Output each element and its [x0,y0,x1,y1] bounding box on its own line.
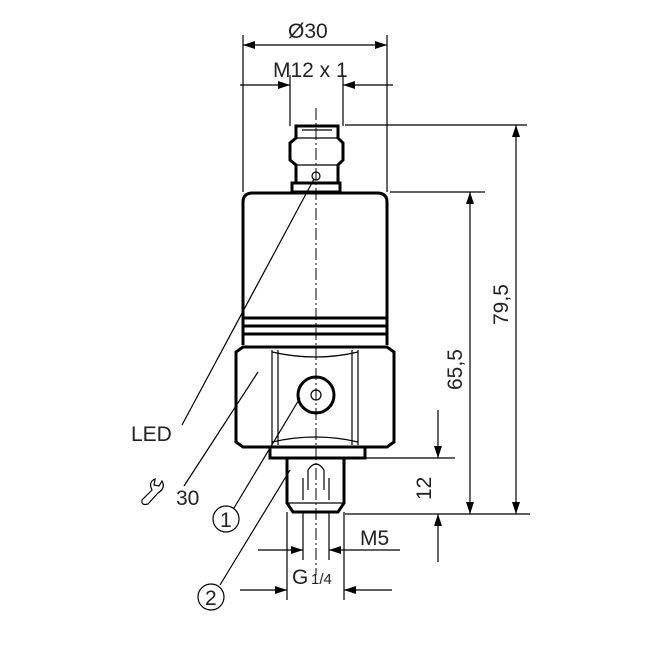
callout-1-leader [233,397,301,509]
overall-length-dimension: 79,5 [490,125,520,514]
m12-label: M12 x 1 [273,59,348,82]
g-label: G [292,566,308,589]
callout-2-circle [197,583,225,611]
g14-dimension: G 1/4 [240,566,392,594]
wrench-icon [141,478,164,506]
thread-length-label: 12 [413,477,436,500]
callout-2-label: 2 [205,587,217,610]
m5-dimension: M5 [258,527,400,554]
wrench-size-label: 30 [176,487,199,510]
led-indicator [311,171,321,181]
body-length-dimension: 65,5 [444,192,474,514]
callout-1-label: 1 [220,509,232,532]
diameter-label: Ø30 [288,20,328,43]
wrench-leader [183,371,259,487]
body-length-label: 65,5 [444,349,467,390]
sensor-body [241,191,389,345]
callout-2-leader [219,469,291,586]
g-fraction-label: 1/4 [311,571,332,588]
thread-length-dimension: 12 [413,410,442,562]
hex-nut [234,345,396,449]
callout-1-circle [212,505,240,533]
diameter-dimension: Ø30 [242,20,388,192]
m5-label: M5 [360,527,389,550]
led-label: LED [131,423,172,446]
led-leader [181,178,315,426]
overall-length-label: 79,5 [490,284,513,325]
pressure-port-face [296,375,336,415]
m12-dimension: M12 x 1 [240,59,393,126]
